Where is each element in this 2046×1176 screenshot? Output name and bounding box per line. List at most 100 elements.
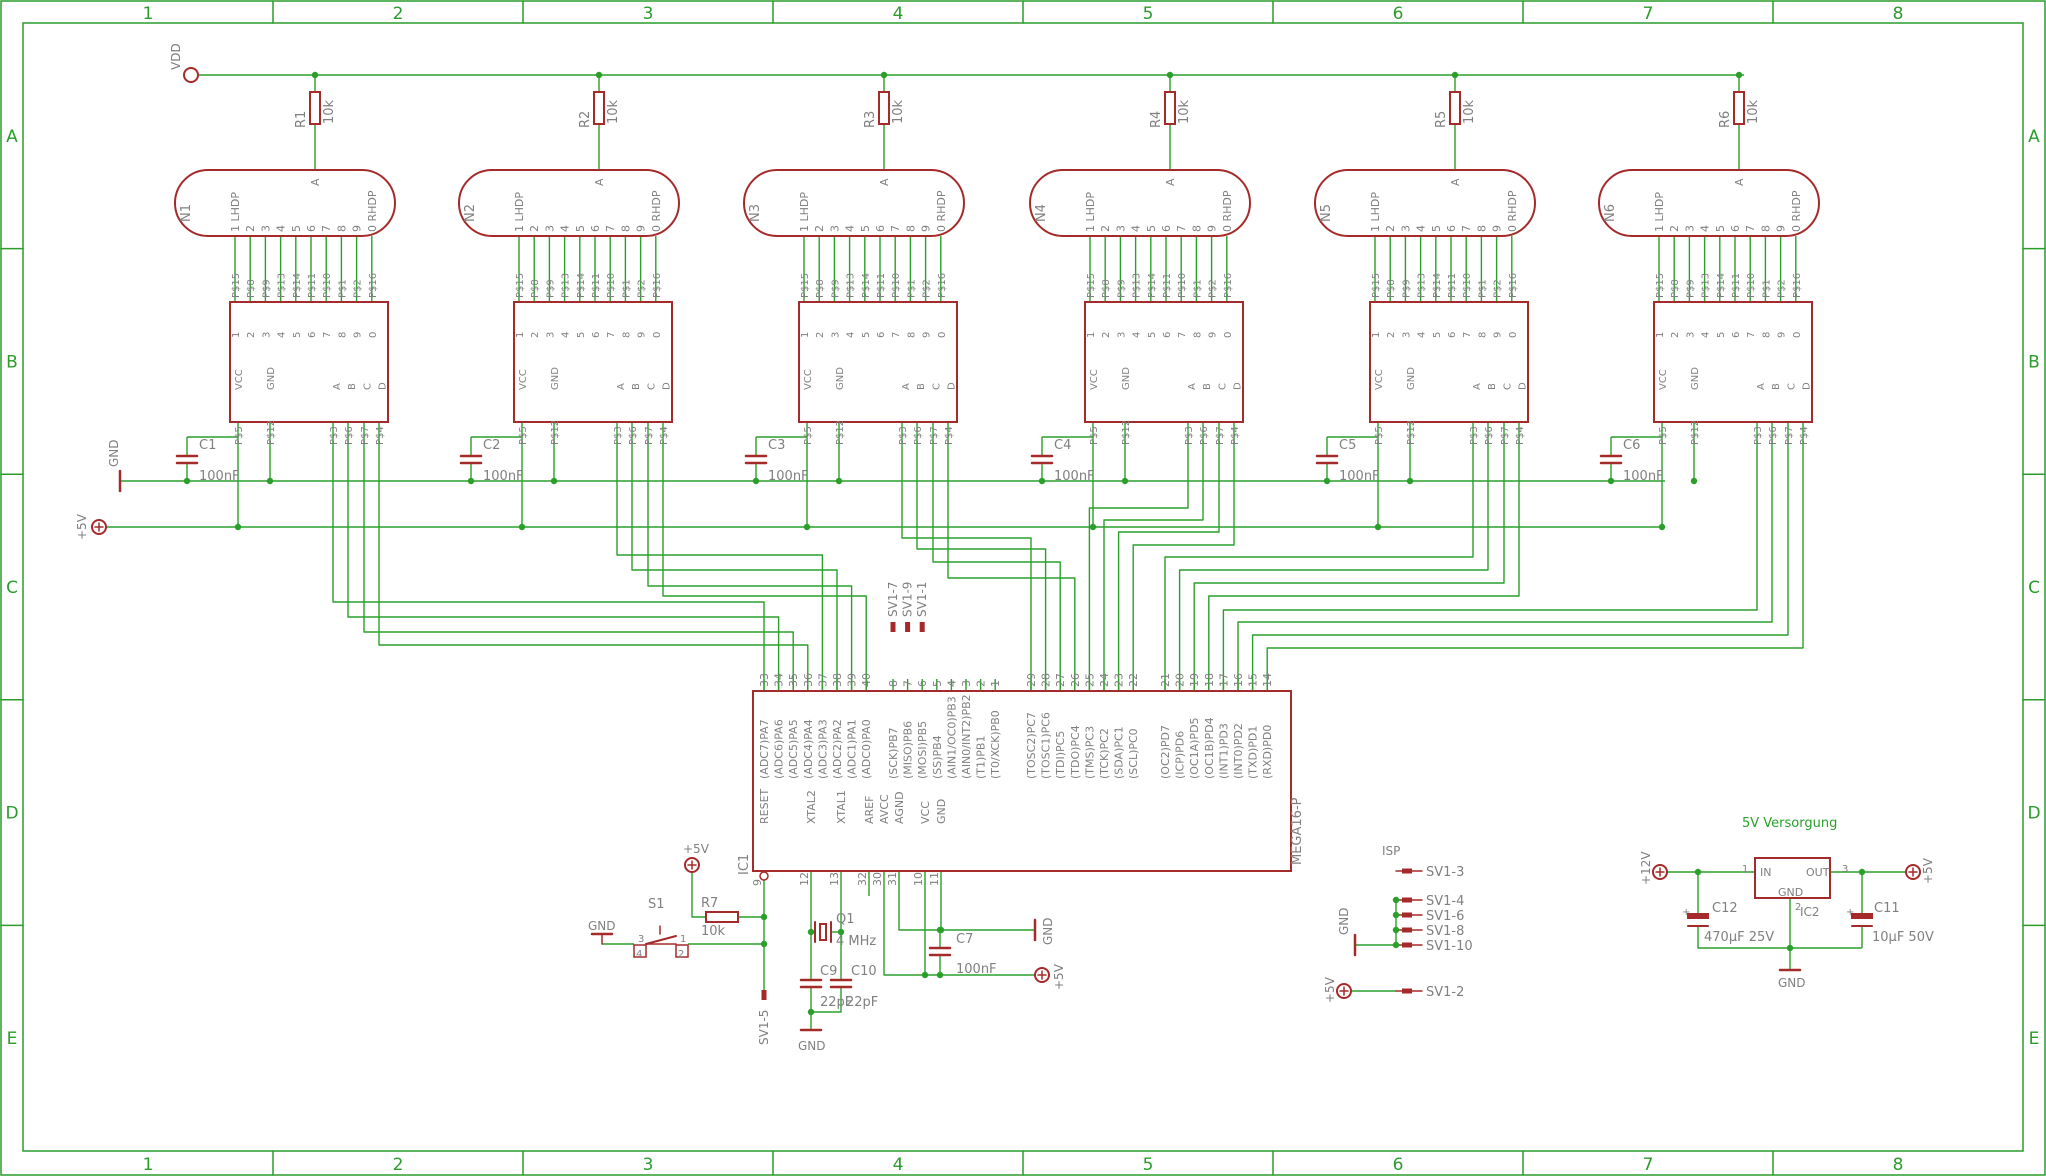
mcu-pin-num: 1 [989, 680, 1002, 687]
wire [662, 450, 867, 691]
driver-top-num: 8 [1192, 332, 1203, 338]
driver-top-pin: P$14 [1716, 273, 1727, 298]
isp-pin-label: SV1-4 [1426, 894, 1464, 909]
driver-gnd: GND [1690, 367, 1701, 390]
driver-top-num: 0 [1792, 332, 1803, 338]
driver-top-pin: P$11 [591, 273, 602, 298]
mcu-bottom-pin-num: 32 [856, 872, 869, 886]
sv-pin-marker [761, 990, 767, 1000]
resistor-value: 10k [606, 99, 621, 124]
driver-bottom-pin: P$12 [1690, 420, 1701, 445]
tube-pin-label: 0 RHDP [1790, 190, 1803, 232]
driver-bottom-pin: P$6 [344, 426, 355, 445]
driver-bcd-input: B [1771, 383, 1782, 390]
c11-value: 10µF 50V [1872, 930, 1934, 945]
grid-row-label: D [5, 804, 18, 824]
driver-top-pin: P$9 [1116, 279, 1127, 298]
mcu-bottom-pin-name: XTAL2 [805, 790, 818, 824]
tube-pin-label: 7 [604, 225, 617, 232]
driver-top-pin: P$10 [322, 273, 333, 298]
mcu-ref: IC1 [737, 854, 752, 875]
grid-column-label: 1 [143, 1155, 154, 1175]
mcu-pin-name: (SDA)PC1 [1113, 726, 1126, 779]
tube-pin-label: 9 [635, 225, 648, 232]
driver-top-pin: P$10 [1746, 273, 1757, 298]
grid-row-label: C [2028, 578, 2040, 598]
switch-pin [633, 944, 647, 958]
grid-row-label: E [7, 1029, 18, 1049]
driver-top-pin: P$2 [1208, 279, 1219, 298]
driver-top-pin: P$15 [1371, 273, 1382, 298]
mcu-pin-name: (SCL)PC0 [1127, 728, 1140, 779]
driver-top-num: 8 [1761, 332, 1772, 338]
junction-dot [1786, 944, 1794, 952]
regulator-ic2 [1754, 857, 1831, 899]
r7-value: 10k [701, 924, 726, 939]
grid-column-label: 2 [393, 4, 404, 24]
mcu-pin-num: 34 [773, 673, 786, 687]
driver-top-pin: P$13 [277, 273, 288, 298]
wire [631, 450, 838, 691]
mcu-bottom-pin-num: 13 [828, 872, 841, 886]
junction-dot [518, 523, 526, 531]
driver-top-pin: P$11 [876, 273, 887, 298]
gnd-label: GND [107, 439, 121, 467]
cap-ref: C6 [1623, 438, 1640, 453]
mcu-pin-num: 35 [787, 673, 800, 687]
driver-bottom-pin: P$5 [234, 426, 245, 445]
cap-value: 100nF [1623, 469, 1664, 484]
mcu-bottom-pin-num: 12 [798, 872, 811, 886]
resistor-value: 10k [1462, 99, 1477, 124]
reset-bubble [759, 871, 769, 881]
driver-top-pin: P$14 [1147, 273, 1158, 298]
junction-dot [1392, 896, 1400, 904]
grid-column-label: 7 [1643, 4, 1654, 24]
driver-top-num: 7 [1177, 332, 1188, 338]
tube-pin-label: 2 [528, 225, 541, 232]
resistor-ref: R2 [578, 111, 593, 128]
mcu-pin-name: (TOSC1)PC6 [1040, 712, 1053, 779]
driver-bottom-pin: P$7 [644, 426, 655, 445]
tube-pin-label: 1 LHDP [798, 192, 811, 232]
s1-ref: S1 [648, 897, 665, 912]
driver-vcc: VCC [1089, 369, 1100, 390]
cap-value: 100nF [199, 469, 240, 484]
driver-bottom-pin: P$4 [659, 426, 670, 445]
driver-top-num: 4 [1132, 332, 1143, 338]
tube-pin-label: 3 [543, 225, 556, 232]
driver-top-pin: P$15 [515, 273, 526, 298]
junction-dot [1451, 71, 1459, 79]
switch-pin-num: 2 [678, 949, 684, 960]
driver-top-num: 5 [576, 332, 587, 338]
wire [647, 450, 853, 691]
driver-top-num: 7 [891, 332, 902, 338]
c7-ref: C7 [956, 932, 973, 947]
cap-plate [1687, 913, 1709, 919]
wire [883, 896, 1035, 976]
grid-row-label: B [2028, 352, 2040, 372]
driver-top-num: 8 [1477, 332, 1488, 338]
driver-top-pin: P$8 [815, 279, 826, 298]
driver-bcd-input: C [1786, 383, 1797, 390]
junction-dot [595, 71, 603, 79]
mcu-pin-name: (TXD)PD1 [1247, 726, 1260, 779]
mcu-bottom-pin-name: VCC [919, 801, 932, 824]
junction-dot [936, 926, 944, 934]
driver-bcd-input: D [1802, 382, 1813, 390]
driver-gnd: GND [835, 367, 846, 390]
driver-top-num: 9 [922, 332, 933, 338]
driver-top-pin: P$10 [1462, 273, 1473, 298]
driver-gnd: GND [550, 367, 561, 390]
tube-pin-label: 2 [1384, 225, 1397, 232]
tube-pin-label: 1 LHDP [229, 192, 242, 232]
driver-bottom-pin: P$3 [1753, 426, 1764, 445]
driver-top-num: 5 [861, 332, 872, 338]
supply-title: 5V Versorgung [1742, 816, 1837, 831]
driver-top-pin: P$13 [1132, 273, 1143, 298]
mcu-pin-name: (SCK)PB7 [887, 727, 900, 779]
driver-top-num: 3 [1685, 332, 1696, 338]
p5v-terminal [1034, 967, 1050, 983]
grid-row-label: E [2029, 1029, 2040, 1049]
isp-pin-label: SV1-10 [1426, 939, 1473, 954]
